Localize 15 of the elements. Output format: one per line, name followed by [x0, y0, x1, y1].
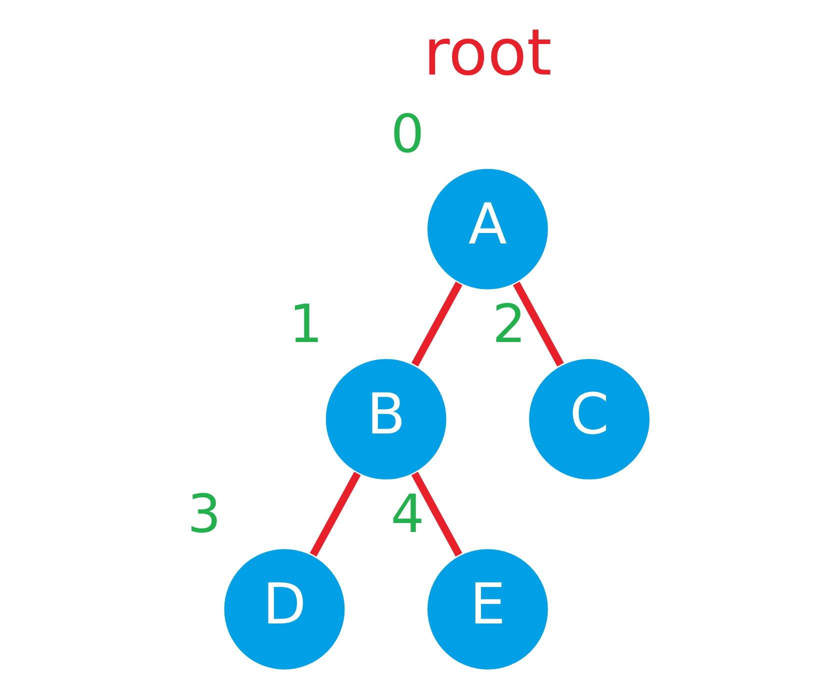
- node-label: 4: [390, 484, 424, 545]
- node-label: 0: [390, 104, 424, 165]
- node-label: 2: [492, 294, 526, 355]
- connector: [411, 472, 462, 557]
- node-circle: C: [527, 357, 652, 482]
- node-circle: D: [222, 547, 347, 672]
- label: root: [424, 16, 552, 90]
- node-circle: B: [324, 357, 448, 482]
- connector: [512, 282, 564, 366]
- connector: [411, 282, 462, 366]
- node-circle: A: [426, 167, 550, 292]
- connector: [310, 472, 361, 557]
- node-circle: E: [426, 547, 550, 672]
- node-label: 1: [289, 294, 323, 355]
- node-label: 3: [188, 484, 222, 545]
